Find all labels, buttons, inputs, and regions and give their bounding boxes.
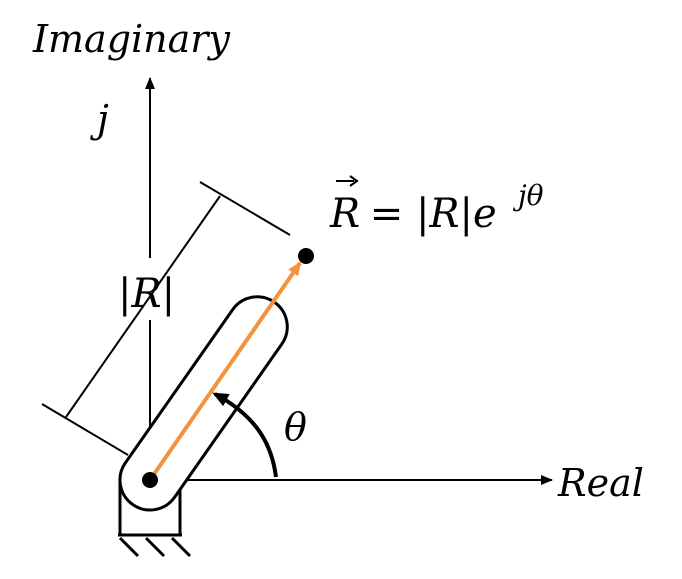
tip-joint <box>298 248 314 264</box>
dimension-extension-bottom <box>41 403 129 456</box>
real-axis-label: Real <box>557 461 644 505</box>
equation-body: = |R|e <box>357 191 497 237</box>
angle-arc <box>212 392 278 478</box>
angle-label: θ <box>284 405 307 449</box>
magnitude-label-backdrop <box>110 258 190 320</box>
vector-equation: R = |R|e jθ <box>329 175 544 237</box>
equation-exponent: jθ <box>512 179 544 212</box>
equation-vector-symbol: R <box>329 191 360 237</box>
j-label: j <box>90 97 109 141</box>
imaginary-axis-label: Imaginary <box>32 17 230 61</box>
vector-arrow <box>148 261 302 482</box>
vector-overarrow <box>336 175 359 187</box>
magnitude-label: |R| <box>118 271 175 317</box>
origin-joint <box>142 472 158 488</box>
dimension-extension-top <box>199 181 291 236</box>
dimension-line <box>65 195 221 418</box>
